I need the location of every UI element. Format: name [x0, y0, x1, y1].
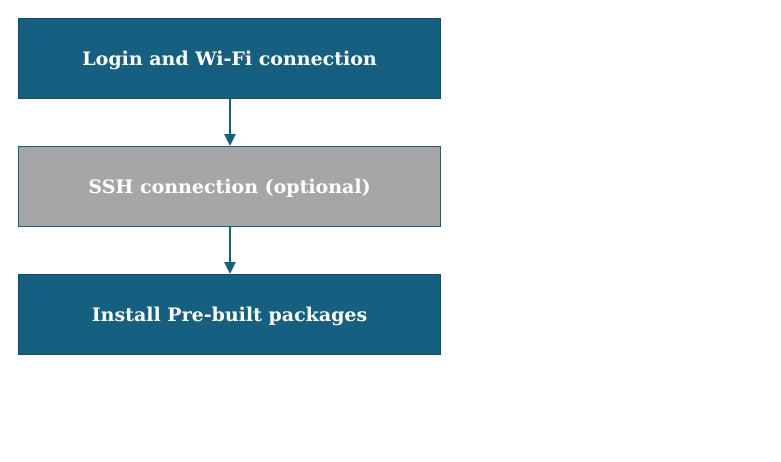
step-label: Login and Wi-Fi connection — [82, 47, 377, 70]
step-ssh-optional: SSH connection (optional) — [18, 146, 441, 227]
flow-arrow-1 — [224, 99, 236, 146]
step-install-packages: Install Pre-built packages — [18, 274, 441, 355]
step-label: Install Pre-built packages — [91, 303, 368, 326]
step-label: SSH connection (optional) — [88, 175, 371, 198]
flow-arrow-2 — [224, 227, 236, 274]
step-login-wifi: Login and Wi-Fi connection — [18, 18, 441, 99]
